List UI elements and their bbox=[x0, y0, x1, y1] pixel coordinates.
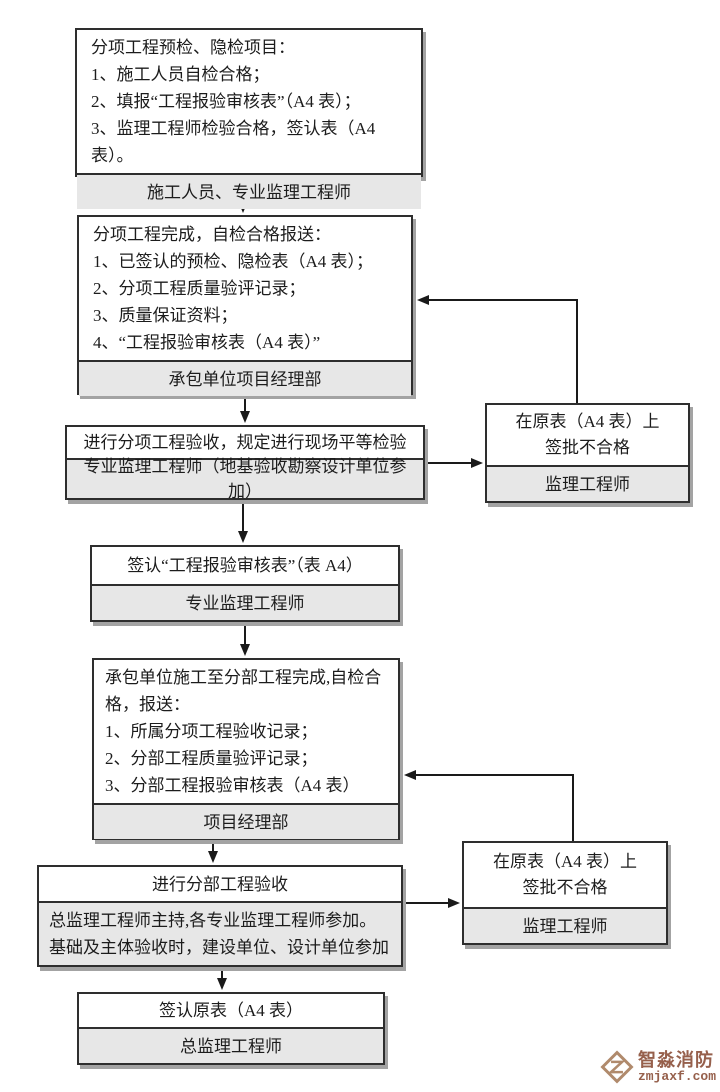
step3-actor: 专业监理工程师（地基验收勘察设计单位参加） bbox=[67, 457, 423, 501]
reject1-line: 签批不合格 bbox=[545, 438, 630, 457]
step1-line: 分项工程预检、隐检项目： bbox=[91, 38, 295, 57]
step3-title: 进行分项工程验收，规定进行现场平等检验 bbox=[83, 433, 407, 452]
step5-actor: 项目经理部 bbox=[94, 803, 398, 839]
watermark-domain: zmjaxf.com bbox=[637, 1068, 716, 1084]
step2-actor: 承包单位项目经理部 bbox=[79, 360, 411, 396]
zmjaxf-logo-icon bbox=[600, 1050, 634, 1084]
step5-body: 承包单位施工至分部工程完成,自检合格，报送： 1、所属分项工程验收记录； 2、分… bbox=[94, 660, 398, 803]
step2-line: 3、质量保证资料； bbox=[93, 306, 238, 325]
step7-title: 签认原表（A4 表） bbox=[158, 1001, 304, 1020]
step1-line: 1、施工人员自检合格； bbox=[91, 65, 270, 84]
step7-actor: 总监理工程师 bbox=[79, 1027, 383, 1063]
step5-box: 承包单位施工至分部工程完成,自检合格，报送： 1、所属分项工程验收记录； 2、分… bbox=[92, 658, 400, 840]
step1-line: 3、监理工程师检验合格，签认表（A4 表）。 bbox=[91, 119, 376, 165]
watermark: 智淼消防 zmjaxf.com bbox=[600, 1050, 716, 1084]
step5-line: 承包单位施工至分部工程完成,自检合格，报送： bbox=[105, 668, 382, 714]
step6-box: 进行分部工程验收 总监理工程师主持,各专业监理工程师参加。基础及主体验收时，建设… bbox=[37, 865, 403, 967]
step1-line: 2、填报“工程报验审核表”（A4 表）； bbox=[91, 92, 361, 111]
step4-box: 签认“工程报验审核表”（表 A4） 专业监理工程师 bbox=[90, 545, 400, 622]
reject1-box: 在原表（A4 表）上 签批不合格 监理工程师 bbox=[485, 403, 690, 503]
step7-box: 签认原表（A4 表） 总监理工程师 bbox=[77, 992, 385, 1065]
step5-line: 3、分部工程报验审核表（A4 表） bbox=[105, 776, 360, 795]
step2-line: 4、“工程报验审核表（A4 表）” bbox=[93, 333, 321, 352]
reject1-body: 在原表（A4 表）上 签批不合格 bbox=[487, 405, 688, 465]
step5-line: 2、分部工程质量验评记录； bbox=[105, 749, 318, 768]
reject2-line: 在原表（A4 表）上 bbox=[492, 852, 638, 871]
step4-title: 签认“工程报验审核表”（表 A4） bbox=[127, 556, 363, 575]
watermark-brand: 智淼消防 bbox=[637, 1049, 714, 1070]
reject1-line: 在原表（A4 表）上 bbox=[515, 412, 660, 431]
step3-box: 进行分项工程验收，规定进行现场平等检验 专业监理工程师（地基验收勘察设计单位参加… bbox=[65, 425, 425, 501]
step2-body: 分项工程完成，自检合格报送： 1、已签认的预检、隐检表（A4 表）； 2、分项工… bbox=[79, 217, 411, 360]
reject2-actor: 监理工程师 bbox=[464, 907, 666, 943]
reject2-body: 在原表（A4 表）上 签批不合格 bbox=[464, 843, 666, 907]
step2-line: 2、分项工程质量验评记录； bbox=[93, 279, 306, 298]
reject1-actor: 监理工程师 bbox=[487, 465, 688, 501]
step2-box: 分项工程完成，自检合格报送： 1、已签认的预检、隐检表（A4 表）； 2、分项工… bbox=[77, 215, 413, 396]
step4-actor: 专业监理工程师 bbox=[92, 584, 398, 620]
step6-title: 进行分部工程验收 bbox=[152, 874, 288, 894]
reject2-box: 在原表（A4 表）上 签批不合格 监理工程师 bbox=[462, 841, 668, 945]
step2-line: 分项工程完成，自检合格报送： bbox=[93, 225, 331, 244]
step1-actor: 施工人员、专业监理工程师 bbox=[77, 173, 421, 209]
reject2-line: 签批不合格 bbox=[522, 878, 608, 897]
step1-body: 分项工程预检、隐检项目： 1、施工人员自检合格； 2、填报“工程报验审核表”（A… bbox=[77, 30, 421, 173]
step1-box: 分项工程预检、隐检项目： 1、施工人员自检合格； 2、填报“工程报验审核表”（A… bbox=[75, 28, 423, 209]
connector-reject1-step2-feedback bbox=[417, 295, 578, 403]
connector-reject2-step5-feedback bbox=[404, 770, 574, 841]
step5-line: 1、所属分项工程验收记录； bbox=[105, 722, 318, 741]
step2-line: 1、已签认的预检、隐检表（A4 表）； bbox=[93, 252, 374, 271]
step6-note: 总监理工程师主持,各专业监理工程师参加。基础及主体验收时，建设单位、设计单位参加 bbox=[39, 901, 401, 965]
watermark-text: 智淼消防 zmjaxf.com bbox=[637, 1049, 716, 1084]
